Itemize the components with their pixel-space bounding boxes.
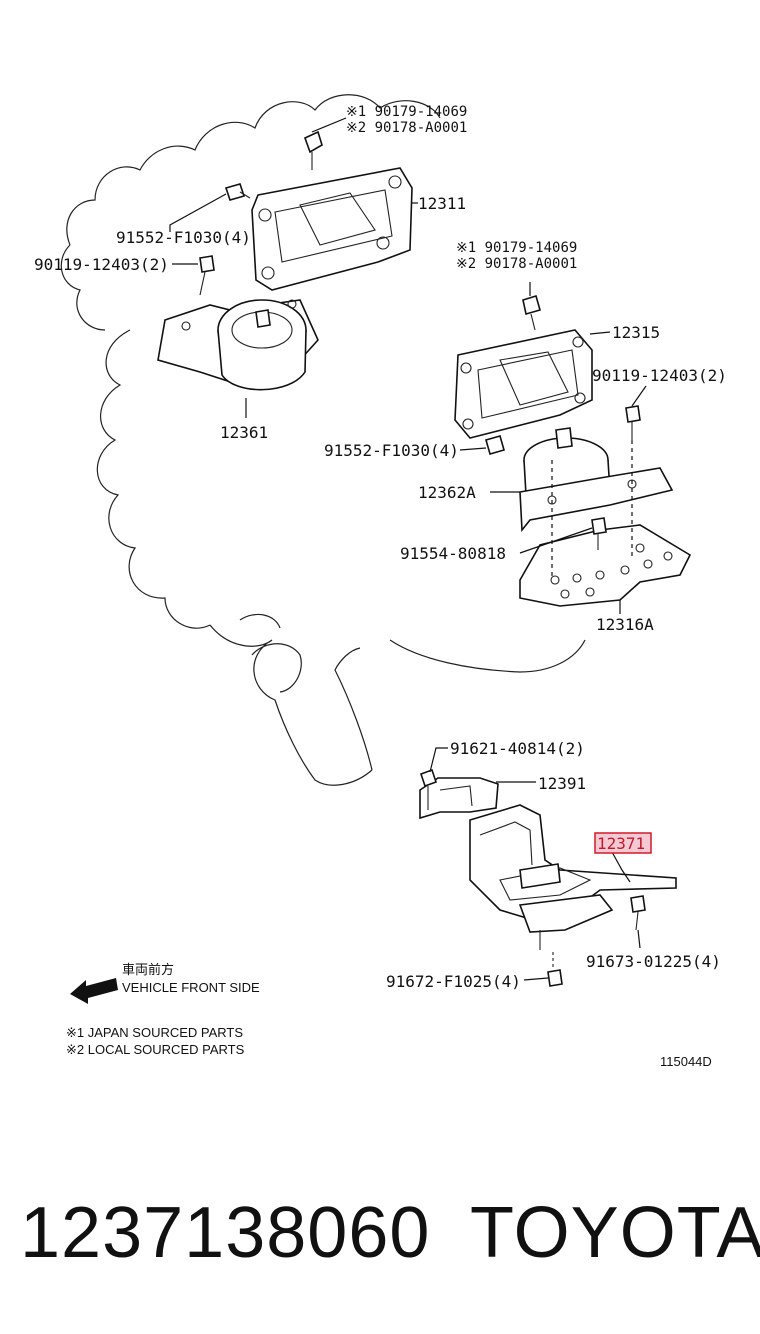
figure-id: 115044D (660, 1054, 712, 1069)
callout-91673: 91673-01225(4) (586, 952, 721, 971)
legend-front-en: VEHICLE FRONT SIDE (122, 980, 260, 995)
right-insulator-12362A (519, 427, 674, 533)
right-bracket-12316A (519, 524, 692, 607)
brand-name: TOYOTA (470, 1193, 760, 1273)
lower-bolts (547, 895, 646, 987)
highlight-box (594, 832, 652, 854)
engine-outline (60, 94, 586, 786)
footer: 1237138060 TOYOTA (0, 1180, 760, 1290)
part-number: 1237138060 (20, 1193, 431, 1273)
callout-91552-right: 91552-F1030(4) (324, 441, 459, 460)
callout-12315-note2: ※2 90178-A0001 (456, 256, 577, 272)
bracket-12371 (469, 804, 677, 950)
callout-12316A: 12316A (596, 615, 654, 634)
callout-91672: 91672-F1025(4) (386, 972, 521, 991)
callout-12315-note1: ※1 90179-14069 (456, 240, 577, 256)
callout-12391: 12391 (538, 774, 586, 793)
callout-90119-left: 90119-12403(2) (34, 255, 169, 274)
right-mount-bracket-12315 (454, 294, 593, 439)
callout-91554: 91554-80818 (400, 544, 506, 563)
callout-90119-right: 90119-12403(2) (592, 366, 727, 385)
left-leaders (169, 117, 418, 418)
left-insulator-12361 (157, 299, 319, 391)
callout-12371[interactable]: 12371 (597, 834, 645, 853)
callout-12311: 12311 (418, 194, 466, 213)
callout-12362A: 12362A (418, 483, 476, 502)
callout-91552-left: 91552-F1030(4) (116, 228, 251, 247)
right-bolts (485, 405, 641, 550)
callout-12311-note2: ※2 90178-A0001 (346, 120, 467, 136)
callout-12311-note1: ※1 90179-14069 (346, 104, 467, 120)
legend-note1: ※1 JAPAN SOURCED PARTS (66, 1025, 243, 1040)
left-mount-bracket-12311 (251, 130, 413, 291)
legend-note2: ※2 LOCAL SOURCED PARTS (66, 1042, 245, 1057)
right-leaders (459, 282, 647, 614)
vehicle-front-arrow-icon (70, 978, 118, 1004)
callout-12361: 12361 (220, 423, 268, 442)
callout-12315: 12315 (612, 323, 660, 342)
parts-diagram: ※1 90179-14069 ※2 90178-A0001 12311 9155… (34, 94, 727, 1069)
legend-front-jp: 車両前方 (122, 962, 174, 977)
bracket-12391 (419, 768, 499, 820)
left-bolts (199, 183, 251, 296)
callout-91621: 91621-40814(2) (450, 739, 585, 758)
lower-leaders (429, 747, 641, 981)
